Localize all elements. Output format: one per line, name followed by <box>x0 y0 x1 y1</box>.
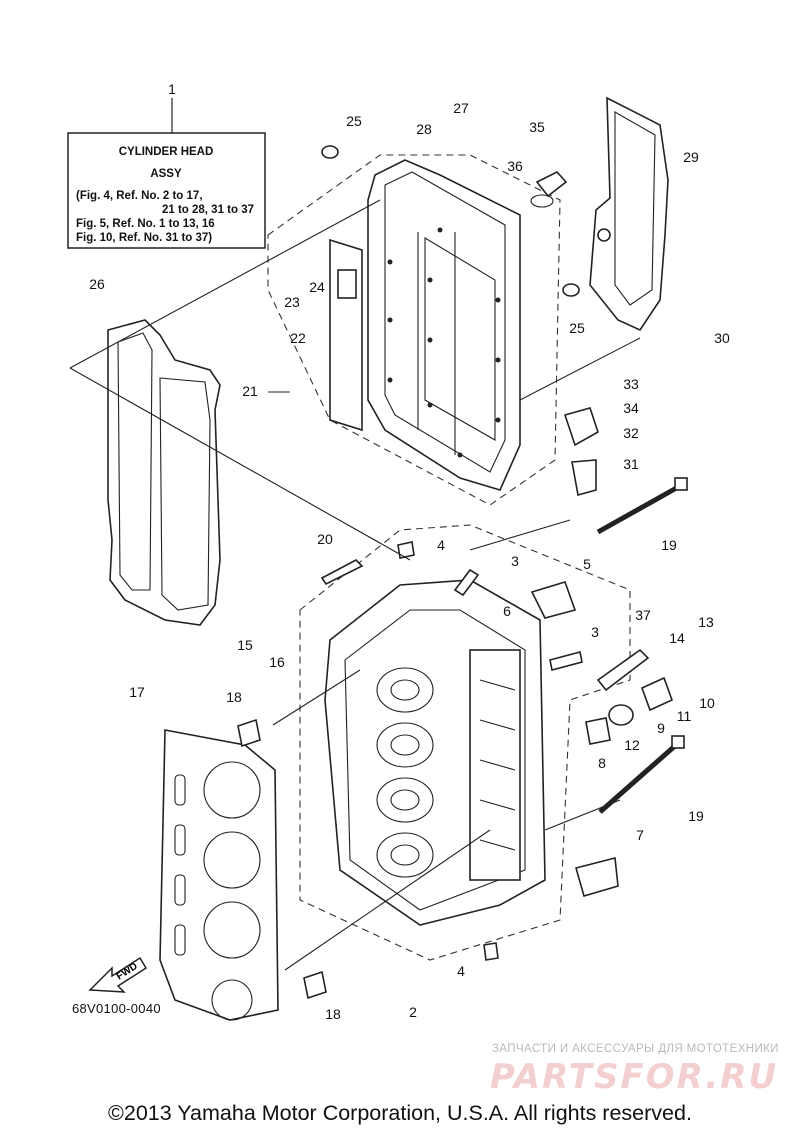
callout-21: 21 <box>242 383 258 399</box>
dowel-18-upper <box>237 718 261 748</box>
pin-3-lower <box>549 651 583 671</box>
cover-plate <box>329 238 363 432</box>
callout-26: 26 <box>89 276 105 292</box>
callout-3b: 3 <box>591 624 599 640</box>
cylinder-head-cover <box>367 159 521 491</box>
cylinder-head-group-outline <box>299 524 631 961</box>
callout-25b: 25 <box>569 320 585 336</box>
callout-7: 7 <box>636 827 644 843</box>
callout-19b: 19 <box>688 808 704 824</box>
cylinder-head-gasket <box>159 729 279 1021</box>
spark-plug-37 <box>596 648 650 692</box>
callout-19a: 19 <box>661 537 677 553</box>
callout-2: 2 <box>409 1004 417 1020</box>
dowel-18-lower <box>303 970 327 1000</box>
callout-5: 5 <box>583 556 591 572</box>
cap-35 <box>535 171 568 198</box>
callout-24: 24 <box>309 279 325 295</box>
grommet-25-top <box>321 145 339 159</box>
copyright-notice: ©2013 Yamaha Motor Corporation, U.S.A. A… <box>108 1101 692 1125</box>
pin-3-upper <box>453 568 480 597</box>
callout-22: 22 <box>290 330 306 346</box>
leader-lines <box>69 98 641 971</box>
sensor-31 <box>571 459 597 497</box>
box-line-2: ASSY <box>150 168 182 180</box>
callout-33: 33 <box>623 376 639 392</box>
callout-36: 36 <box>507 158 523 174</box>
callout-20: 20 <box>317 531 333 547</box>
callout-25a: 25 <box>346 113 362 129</box>
clamp-7 <box>575 856 619 897</box>
seal-12 <box>608 704 634 726</box>
callout-35: 35 <box>529 119 545 135</box>
callout-9: 9 <box>657 720 665 736</box>
callout-17: 17 <box>129 684 145 700</box>
callout-18b: 18 <box>325 1006 341 1022</box>
callout-31: 31 <box>623 456 639 472</box>
callout-34: 34 <box>623 400 639 416</box>
sensor-8 <box>585 717 611 745</box>
callout-23: 23 <box>284 294 300 310</box>
diagram-code: 68V0100-0040 <box>72 1001 161 1016</box>
callout-13: 13 <box>698 614 714 630</box>
callout-16: 16 <box>269 654 285 670</box>
callout-4a: 4 <box>437 537 445 553</box>
callout-12: 12 <box>624 737 640 753</box>
callout-30: 30 <box>714 330 730 346</box>
callout-32: 32 <box>623 425 639 441</box>
head-cover-gasket <box>107 319 221 626</box>
box-line-1: CYLINDER HEAD <box>119 146 214 158</box>
callout-27: 27 <box>453 100 469 116</box>
callout-8: 8 <box>598 755 606 771</box>
sensor-32 <box>563 407 599 447</box>
callout-4b: 4 <box>457 963 465 979</box>
fwd-arrow: FWD <box>88 956 148 993</box>
box-line-6: Fig. 10, Ref. No. 31 to 37) <box>76 232 212 244</box>
callout-11: 11 <box>677 708 692 724</box>
callout-3a: 3 <box>511 553 519 569</box>
watermark-tagline: ЗАПЧАСТИ И АКСЕССУАРЫ ДЛЯ МОТОТЕХНИКИ <box>492 1043 779 1055</box>
callout-28: 28 <box>416 121 432 137</box>
long-bolt-upper <box>596 477 688 535</box>
callout-15: 15 <box>237 637 253 653</box>
plug-4-upper <box>397 541 415 559</box>
plate-boss <box>337 269 357 299</box>
callout-14: 14 <box>669 630 685 646</box>
box-line-3: (Fig. 4, Ref. No. 2 to 17, <box>76 190 203 202</box>
box-line-4: 21 to 28, 31 to 37 <box>162 204 254 216</box>
bolt-20 <box>320 559 364 586</box>
o-ring-36 <box>530 194 554 208</box>
clamp-5 <box>530 581 577 619</box>
callout-10: 10 <box>699 695 715 711</box>
callout-18a: 18 <box>226 689 242 705</box>
cylinder-head-assy-box: CYLINDER HEAD ASSY (Fig. 4, Ref. No. 2 t… <box>67 98 266 249</box>
callout-37: 37 <box>635 607 651 623</box>
cylinder-head <box>324 579 546 926</box>
grommet-25-right <box>562 283 580 297</box>
bracket-cover <box>589 96 669 332</box>
callout-6: 6 <box>503 603 511 619</box>
long-bolt-lower <box>598 735 685 814</box>
callout-1: 1 <box>168 81 176 97</box>
box-line-5: Fig. 5, Ref. No. 1 to 13, 16 <box>76 218 215 230</box>
callout-29: 29 <box>683 149 699 165</box>
housing-9 <box>640 676 674 712</box>
watermark-logo: PARTSFOR.RU <box>490 1057 779 1097</box>
head-cover-group-outline <box>267 154 561 506</box>
plug-4-lower <box>483 942 499 961</box>
